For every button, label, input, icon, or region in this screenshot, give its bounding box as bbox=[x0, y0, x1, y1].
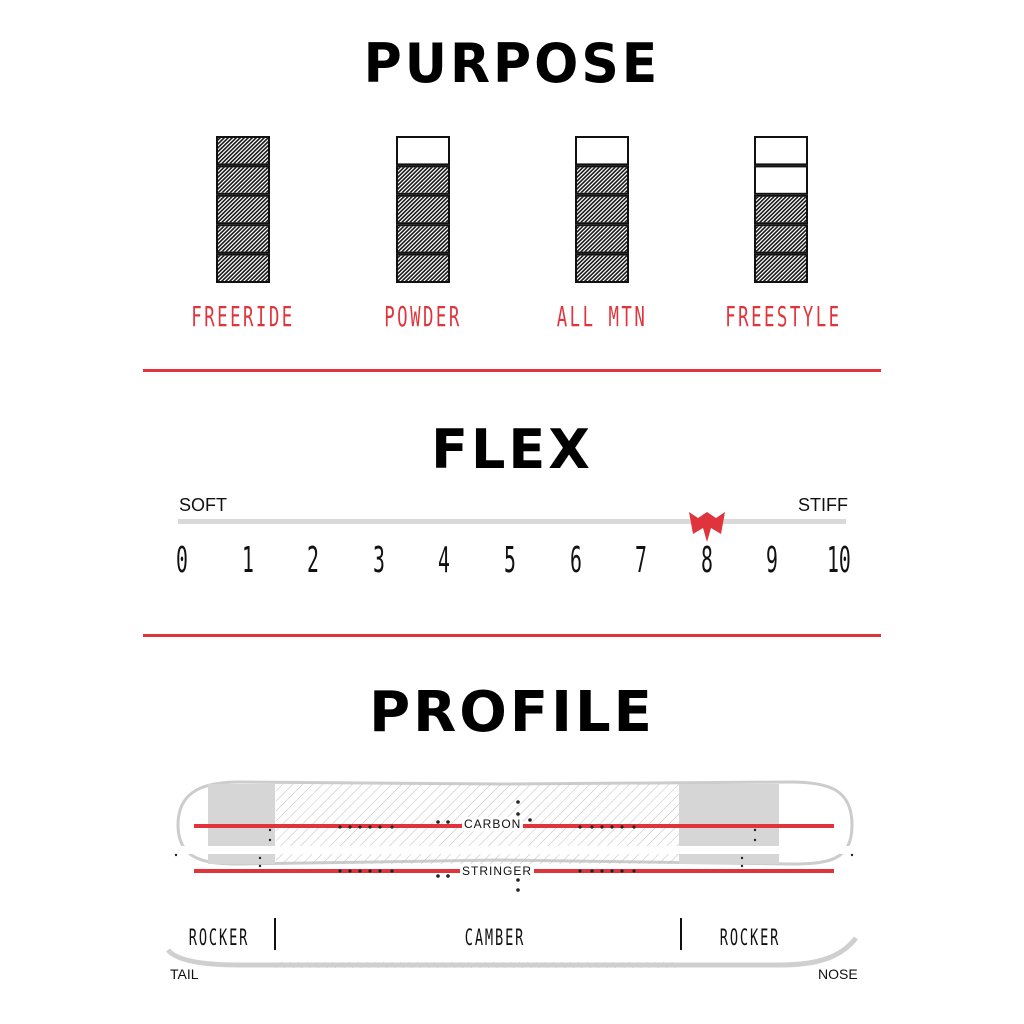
scribble-fill bbox=[218, 226, 268, 252]
tail-label: TAIL bbox=[170, 966, 199, 982]
purpose-rating-bar-freestyle bbox=[754, 136, 808, 283]
scribble-fill bbox=[218, 138, 268, 164]
purpose-label-freestyle: FREESTYLE bbox=[725, 300, 842, 333]
flex-scale-track bbox=[178, 519, 846, 524]
purpose-rating-bar-freeride bbox=[216, 136, 270, 283]
scribble-fill bbox=[756, 226, 806, 252]
flex-soft-label: SOFT bbox=[179, 495, 227, 515]
flex-tick-label: 0 bbox=[176, 540, 188, 581]
scribble-fill bbox=[756, 196, 806, 223]
flex-title: FLEX bbox=[431, 418, 593, 481]
nose-label: NOSE bbox=[818, 966, 858, 982]
purpose-title: PURPOSE bbox=[363, 32, 661, 96]
rating-segment-empty bbox=[396, 136, 450, 166]
scribble-fill bbox=[398, 196, 448, 223]
purpose-label-freeride: FREERIDE bbox=[191, 300, 295, 333]
carbon-label: CARBON bbox=[462, 817, 524, 831]
scribble-fill bbox=[577, 196, 627, 223]
scribble-fill bbox=[398, 167, 448, 193]
purpose-rating-bar-powder bbox=[396, 136, 450, 283]
scribble-fill bbox=[398, 226, 448, 252]
purpose-label-powder: POWDER bbox=[384, 300, 462, 333]
scribble-fill bbox=[218, 196, 268, 223]
scribble-fill bbox=[398, 255, 448, 281]
rating-segment-empty bbox=[754, 165, 808, 195]
zone-label-rocker-tail: ROCKER bbox=[188, 926, 250, 951]
flex-marker-icon bbox=[688, 512, 725, 546]
profile-side-line bbox=[166, 936, 858, 968]
flex-tick-label: 9 bbox=[766, 540, 779, 581]
flex-tick-label: 5 bbox=[504, 540, 516, 581]
scribble-fill bbox=[218, 167, 268, 193]
flex-tick-label: 3 bbox=[372, 540, 385, 581]
flex-stiff-label: STIFF bbox=[798, 495, 848, 515]
zone-label-rocker-nose: ROCKER bbox=[719, 926, 781, 951]
purpose-label-all-mtn: ALL MTN bbox=[556, 300, 648, 333]
zone-label-camber: CAMBER bbox=[464, 926, 526, 951]
profile-title: PROFILE bbox=[369, 680, 655, 745]
rating-segment-empty bbox=[754, 136, 808, 166]
stringer-label: STRINGER bbox=[460, 864, 535, 878]
flex-tick-label: 7 bbox=[635, 540, 648, 581]
section-divider bbox=[143, 634, 881, 637]
scribble-fill bbox=[218, 255, 268, 281]
purpose-rating-bar-all-mtn bbox=[575, 136, 629, 283]
flex-tick-label: 8 bbox=[700, 540, 713, 581]
scribble-fill bbox=[577, 255, 627, 281]
section-divider bbox=[143, 369, 881, 372]
flex-tick-label: 2 bbox=[307, 540, 320, 581]
flex-tick-label: 4 bbox=[438, 540, 451, 581]
flex-tick-label: 6 bbox=[569, 540, 582, 581]
scribble-fill bbox=[577, 167, 627, 193]
scribble-fill bbox=[756, 255, 806, 281]
flex-tick-label: 1 bbox=[241, 540, 254, 581]
flex-tick-label: 10 bbox=[827, 540, 851, 581]
rating-segment-empty bbox=[575, 136, 629, 166]
scribble-fill bbox=[577, 226, 627, 252]
